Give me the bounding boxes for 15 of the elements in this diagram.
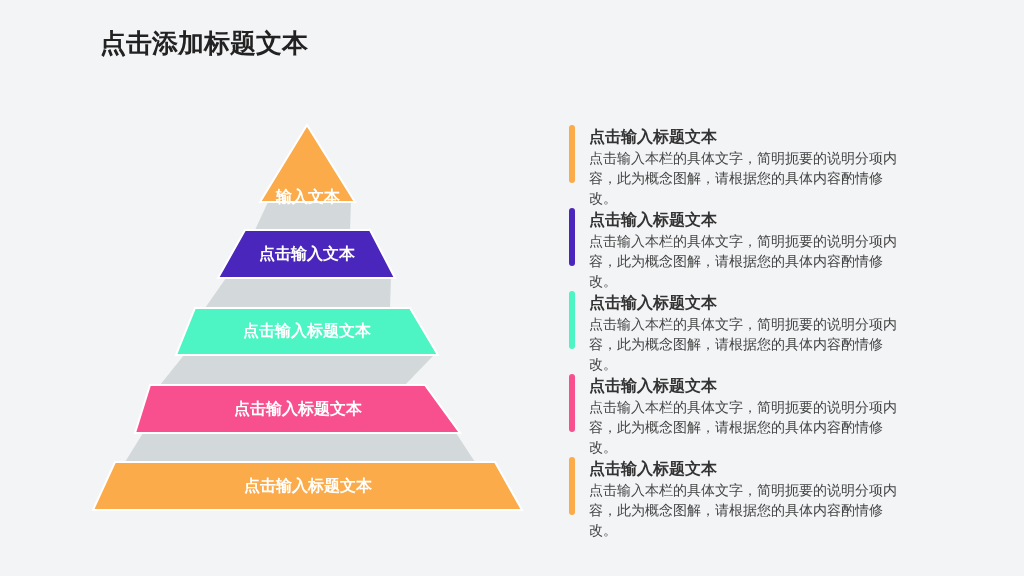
item-heading: 点击输入标题文本	[589, 376, 717, 397]
item-description: 点击输入本栏的具体文字，简明扼要的说明分项内容，此为概念图解，请根据您的具体内容酌情修改。	[589, 232, 898, 291]
layer-label: 点击输入标题文本	[233, 398, 362, 420]
item-heading: 点击输入标题文本	[589, 210, 717, 231]
layer-label: 点击输入标题文本	[243, 475, 372, 497]
item-description: 点击输入本栏的具体文字，简明扼要的说明分项内容，此为概念图解，请根据您的具体内容酌情修改。	[589, 398, 898, 457]
item-description: 点击输入本栏的具体文字，简明扼要的说明分项内容，此为概念图解，请根据您的具体内容酌情修改。	[589, 149, 898, 208]
layer-label: 点击输入文本	[258, 243, 355, 265]
item-heading: 点击输入标题文本	[589, 127, 717, 148]
layer-label: 点击输入标题文本	[243, 320, 371, 342]
item-description: 点击输入本栏的具体文字，简明扼要的说明分项内容，此为概念图解，请根据您的具体内容酌情修改。	[589, 315, 898, 374]
item-heading: 点击输入标题文本	[589, 459, 717, 480]
title: 点击添加标题文本	[100, 27, 308, 60]
item-heading: 点击输入标题文本	[589, 293, 717, 314]
item-description: 点击输入本栏的具体文字，简明扼要的说明分项内容，此为概念图解，请根据您的具体内容酌情修改。	[589, 481, 898, 540]
